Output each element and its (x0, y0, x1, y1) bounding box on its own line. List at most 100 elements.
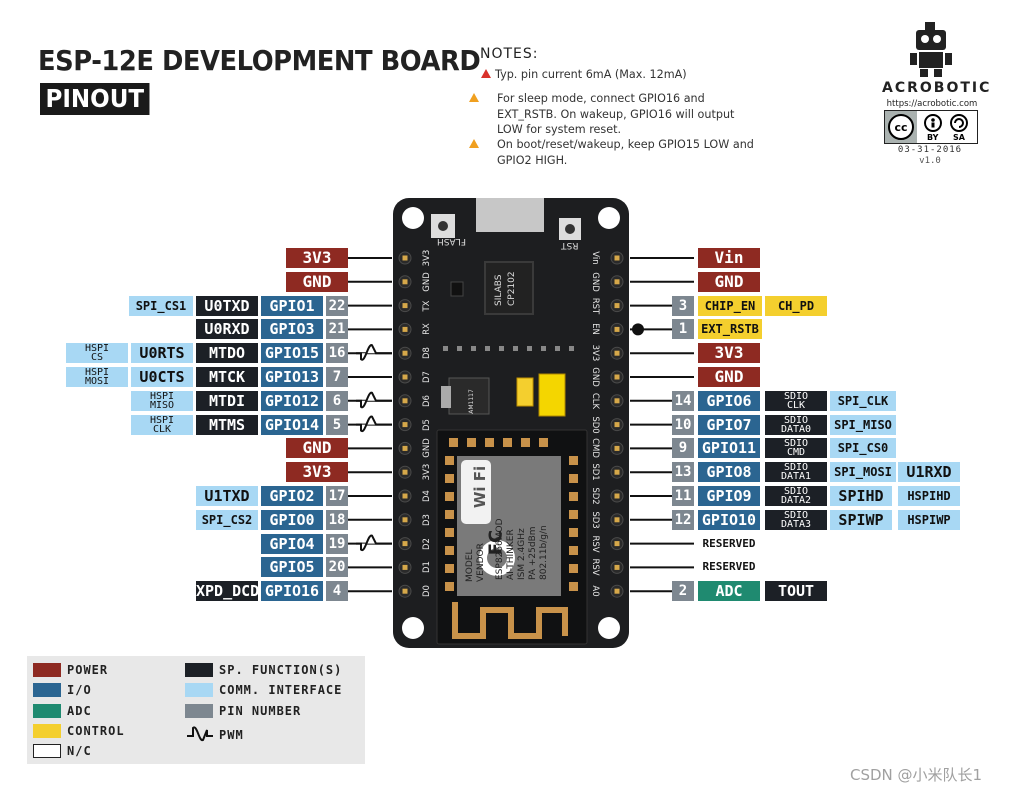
right-pin-label-gnd: GND (698, 271, 760, 292)
flash-button-label: FLASH (437, 236, 467, 246)
right-pin-label-gpio8: GPIO8 (698, 462, 760, 483)
header-pin-pad (614, 326, 620, 332)
header-pin-pad (614, 517, 620, 523)
label-line: CLK (152, 423, 172, 435)
label-line: SDIO (783, 438, 809, 450)
right-pin-label-reserved: RESERVED (702, 560, 756, 574)
brand-url: https://acrobotic.com (886, 99, 978, 109)
cc-by-label: BY (927, 133, 939, 142)
module-side-line: MODEL (465, 549, 475, 582)
right-pin-label-10: 10 (672, 414, 694, 435)
left-pin-label-gpio4: GPIO4 (261, 533, 323, 554)
header-pin-pad (402, 326, 408, 332)
right-pin-label-14: 14 (672, 390, 694, 411)
legend-label-control: CONTROL (67, 724, 125, 738)
left-silk-tx: TX (422, 300, 432, 312)
left-pin-label-mtdo: MTDO (196, 343, 258, 364)
legend-swatch-power (33, 663, 61, 677)
warning-red-icon (481, 67, 495, 83)
label-line: CS (90, 352, 104, 364)
right-silk-sd0: SD0 (590, 415, 600, 434)
release-date: 03-31-2016 (897, 145, 963, 155)
module-text: ESP8266MOD AI-THINKER ISM 2.4GHz PA +25d… (495, 460, 550, 580)
module-line: ISM 2.4GHz (517, 528, 527, 580)
left-pin-label-18: 18 (326, 509, 348, 530)
esp12e-board: FLASH RST SILABS CP2102 AM1117 Wi Fi FC … (393, 178, 629, 648)
right-pin-label-hspiwp: HSPIWP (898, 509, 960, 530)
right-pin-label-9: 9 (672, 438, 694, 459)
left-pin-label-spi-cs1: SPI_CS1 (129, 295, 193, 316)
warning-orange-icon (469, 91, 497, 107)
header-pin-pad (614, 445, 620, 451)
right-silk-rst: RST (590, 297, 600, 314)
right-pin-label-chip-en: CHIP_EN (698, 295, 762, 316)
header-pin-pad (614, 541, 620, 547)
wifi-logo: Wi Fi (471, 465, 490, 509)
label-line: MOSI (84, 376, 110, 387)
left-pin-label-gpio0: GPIO0 (261, 509, 323, 530)
right-silk-sd3: SD3 (590, 511, 600, 529)
legend-label-pin-number: PIN NUMBER (219, 704, 302, 718)
notes-heading: NOTES: (480, 46, 539, 62)
page-subtitle: PINOUT (40, 83, 150, 115)
header-pin-pad (402, 445, 408, 451)
left-pin-label-spi-cs2: SPI_CS2 (196, 509, 258, 530)
ext-rstb-dot (632, 323, 644, 336)
right-pin-label-vin: Vin (698, 248, 760, 268)
left-pin-label-4: 4 (326, 581, 348, 602)
right-pin-label-gpio10: GPIO10 (698, 509, 760, 530)
left-pin-label-u0rts: U0RTS (131, 343, 193, 364)
board-art (398, 178, 624, 645)
right-pin-label-tout: TOUT (765, 581, 827, 602)
right-silk-vin: Vin (590, 251, 600, 265)
header-pin-pad (402, 469, 408, 475)
label-line: SDIO (783, 509, 809, 521)
module-line: PA +25dBm (528, 526, 538, 580)
label-line: MISO (149, 399, 175, 411)
right-pin-label-u1rxd: U1RXD (898, 462, 960, 483)
header-pin-pad (614, 493, 620, 499)
left-silk-gnd: GND (422, 272, 432, 292)
left-silk-d5: D5 (422, 418, 432, 431)
right-pin-label-spi-mosi: SPI_MOSI (830, 462, 896, 483)
version-label: v1.0 (919, 156, 941, 166)
left-silk-d7: D7 (422, 371, 432, 383)
legend-label-power: POWER (67, 663, 109, 677)
header-pin-pad (614, 588, 620, 594)
pwm-icon (187, 726, 213, 742)
header-pin-pad (402, 493, 408, 499)
header-pin-pad (614, 564, 620, 570)
legend-swatch-io (33, 683, 61, 697)
label-line: DATA3 (780, 518, 812, 530)
header-pin-pad (614, 350, 620, 356)
legend-swatch-nc (33, 744, 61, 758)
right-pin-label-ch-pd: CH_PD (765, 295, 827, 316)
right-silk-rsv: RSV (590, 558, 600, 576)
label-line: DATA2 (780, 495, 812, 506)
header-pin-pad (614, 422, 620, 428)
left-silk-d1: D1 (422, 561, 432, 574)
header-pin-pad (402, 279, 408, 285)
header-pin-pad (402, 517, 408, 523)
left-pin-label-gpio2: GPIO2 (261, 486, 323, 506)
svg-text:cc: cc (894, 121, 907, 134)
pwm-icon (356, 344, 392, 361)
header-pin-pad (614, 279, 620, 285)
right-pin-label-1: 1 (672, 319, 694, 340)
left-pin-label-gnd: GND (286, 438, 348, 459)
header-pin-pad (402, 588, 408, 594)
left-pin-label-u0txd: U0TXD (196, 295, 258, 316)
right-silk-clk: CLK (590, 392, 600, 409)
chip-vendor-text: SILABS (494, 274, 504, 306)
legend-label-special-function: SP. FUNCTION(S) (219, 663, 343, 677)
header-pin-pad (402, 422, 408, 428)
legend-label-adc: ADC (67, 704, 92, 718)
right-pin-label-spihd: SPIHD (830, 486, 892, 506)
right-pin-label-gpio11: GPIO11 (698, 438, 760, 459)
left-pin-label-3v3: 3V3 (286, 248, 348, 268)
right-silk-sd1: SD1 (590, 463, 600, 481)
